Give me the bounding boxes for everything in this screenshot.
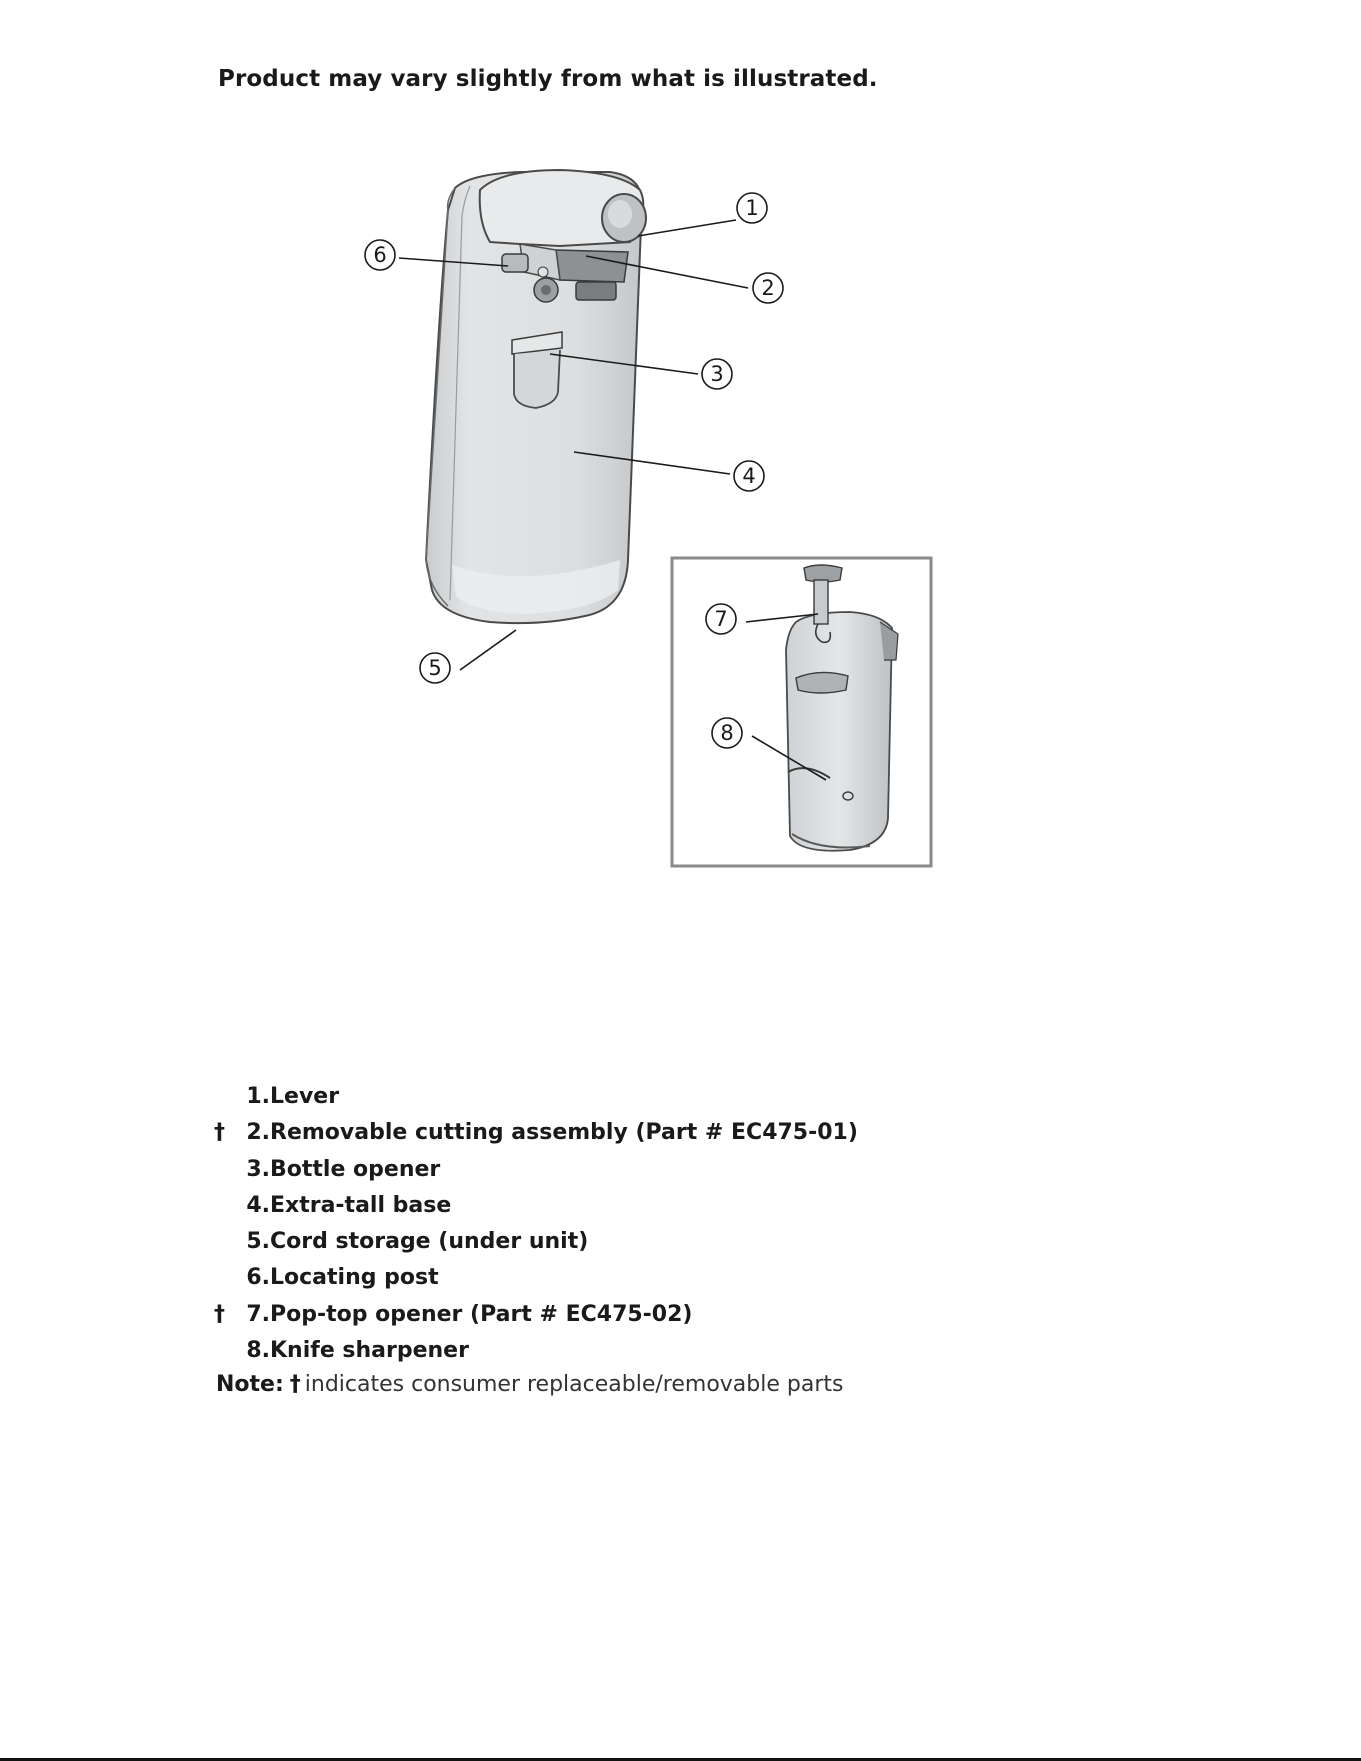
- part-number: 7.: [238, 1302, 270, 1327]
- list-item: 8. Knife sharpener: [214, 1335, 1114, 1371]
- replaceable-dagger: †: [214, 1120, 234, 1145]
- part-number: 8.: [238, 1338, 270, 1363]
- callout-6: 6: [365, 240, 395, 270]
- list-item: 3. Bottle opener: [214, 1154, 1114, 1190]
- part-label: Lever: [270, 1084, 339, 1109]
- list-item: † 2. Removable cutting assembly (Part # …: [214, 1117, 1114, 1153]
- part-label: Removable cutting assembly (Part # EC475…: [270, 1120, 858, 1145]
- part-number: 3.: [238, 1157, 270, 1182]
- note-label: Note:: [216, 1372, 284, 1397]
- callout-8: 8: [712, 718, 742, 748]
- svg-text:1: 1: [745, 196, 758, 220]
- callout-1: 1: [737, 193, 767, 223]
- part-label: Knife sharpener: [270, 1338, 469, 1363]
- svg-text:5: 5: [428, 656, 441, 680]
- svg-text:6: 6: [373, 243, 386, 267]
- note: Note:†indicates consumer replaceable/rem…: [216, 1372, 843, 1397]
- part-label: Pop-top opener (Part # EC475-02): [270, 1302, 692, 1327]
- replaceable-dagger: †: [214, 1302, 234, 1327]
- svg-text:3: 3: [710, 362, 723, 386]
- part-number: 2.: [238, 1120, 270, 1145]
- svg-text:7: 7: [714, 607, 727, 631]
- list-item: 1. Lever: [214, 1081, 1114, 1117]
- callout-2: 2: [753, 273, 783, 303]
- can-opener-illustration: 1 2 3 4 5 6 7 8: [0, 0, 1361, 900]
- svg-text:2: 2: [761, 276, 774, 300]
- list-item: † 7. Pop-top opener (Part # EC475-02): [214, 1299, 1114, 1335]
- note-text: indicates consumer replaceable/removable…: [305, 1372, 844, 1397]
- part-number: 6.: [238, 1265, 270, 1290]
- list-item: 5. Cord storage (under unit): [214, 1226, 1114, 1262]
- list-item: 6. Locating post: [214, 1262, 1114, 1298]
- callout-7: 7: [706, 604, 736, 634]
- part-number: 4.: [238, 1193, 270, 1218]
- svg-text:8: 8: [720, 721, 733, 745]
- bottle-opener-part: [512, 332, 562, 408]
- part-label: Extra-tall base: [270, 1193, 451, 1218]
- note-dagger: †: [290, 1372, 301, 1397]
- parts-list: 1. Lever † 2. Removable cutting assembly…: [214, 1081, 1114, 1371]
- svg-text:4: 4: [742, 464, 755, 488]
- part-number: 5.: [238, 1229, 270, 1254]
- inset-panel: [672, 558, 931, 866]
- part-label: Locating post: [270, 1265, 439, 1290]
- part-label: Cord storage (under unit): [270, 1229, 588, 1254]
- part-number: 1.: [238, 1084, 270, 1109]
- callout-4: 4: [734, 461, 764, 491]
- callout-3: 3: [702, 359, 732, 389]
- lever-part: [480, 170, 646, 246]
- part-label: Bottle opener: [270, 1157, 440, 1182]
- callout-5: 5: [420, 653, 450, 683]
- list-item: 4. Extra-tall base: [214, 1190, 1114, 1226]
